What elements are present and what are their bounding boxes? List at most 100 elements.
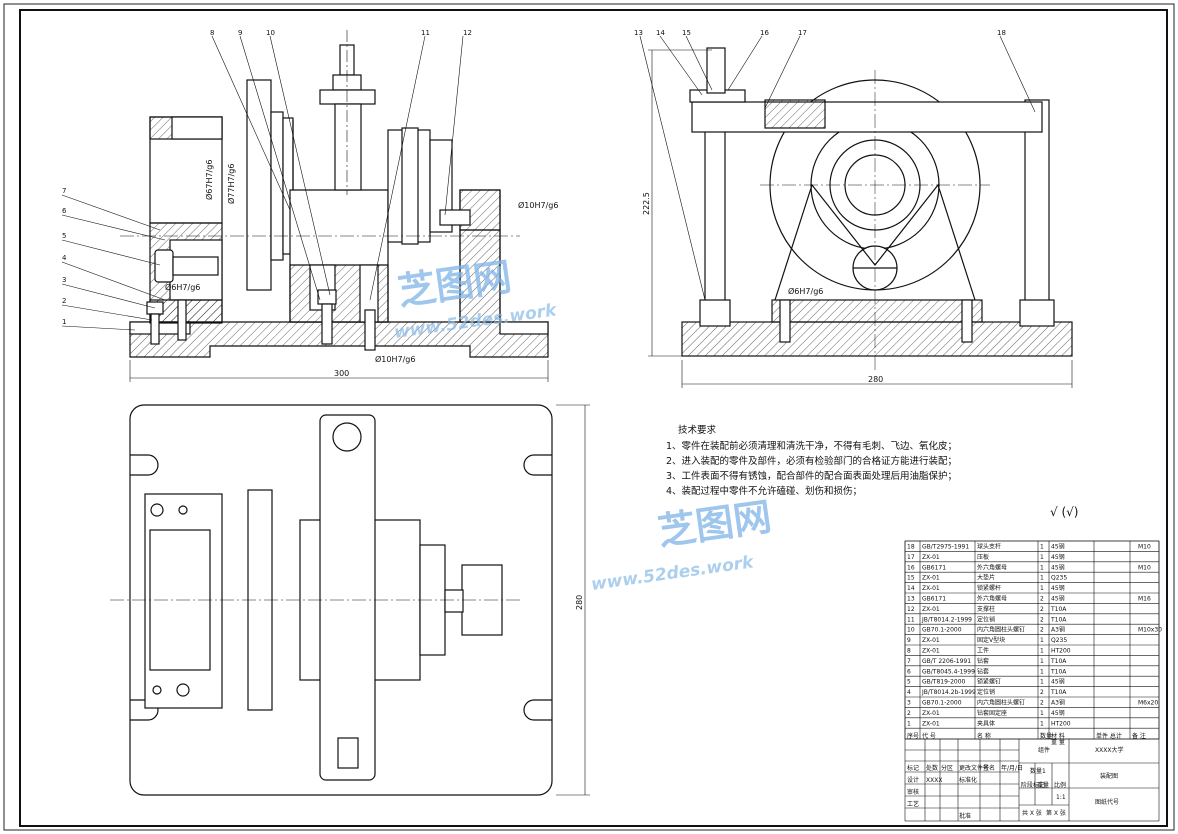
tb-sheet-no: 第 X 张 [1046,809,1066,817]
bom-cell: ZX-01 [922,606,940,613]
bom-cell: GB/T2975-1991 [922,544,969,551]
balloon-9: 9 [238,29,242,37]
tb-design: 设计 [907,776,919,784]
bom-cell: 18 [907,544,915,551]
bom-cell: A3钢 [1051,626,1065,634]
bom-cell: GB6171 [922,564,946,571]
balloon-8: 8 [210,29,214,37]
top-view [110,404,590,796]
tb-approve: 批准 [959,812,971,820]
bom-cell: 2 [1040,606,1044,613]
bom-cell: 工件 [977,647,989,655]
watermark-2: 芝图网 www.52des.work [590,494,774,594]
dim-height-top: 280 [575,595,584,610]
bom-cell: 45钢 [1051,584,1065,592]
bom-cell: M6x20 [1138,700,1158,707]
bom-cell: 45钢 [1051,678,1065,686]
bom-cell: 支撑柱 [977,605,995,613]
bom-cell: GB/T 2206-1991 [922,658,971,665]
bom-cell: 定位销 [977,688,995,696]
bom-cell: ZX-01 [922,648,940,655]
tb-count: 处数 [926,764,938,772]
tb-mark: 标记 [907,764,919,772]
dim-width-side: 280 [868,375,883,384]
front-balloons: 8 9 10 11 12 7 6 5 4 3 2 1 [62,29,472,326]
bom-cell: ZX-01 [922,720,940,727]
balloon-14: 14 [656,29,665,37]
bom-cell: 14 [907,585,915,592]
bom-cell: 1 [1040,720,1044,727]
bom-cell: 2 [1040,627,1044,634]
balloon-10: 10 [266,29,275,37]
bom-cell: HT200 [1051,648,1071,655]
balloon-2: 2 [62,297,66,305]
bom-cell: 外六角螺母 [977,563,1007,571]
bom-cell: 6 [907,668,911,675]
balloon-3: 3 [62,276,66,284]
tb-part: 组件 [1038,746,1050,754]
bom-cell: JB/T8014.2b-1999 [921,689,976,696]
bom-header: 材 料 [1051,732,1065,740]
bom-cell: 12 [907,606,915,613]
dim-d6-side: Ø6H7/g6 [788,286,823,296]
dimension-texts: Ø67H7/g6 Ø77H7/g6 Ø10H7/g6 Ø6H7/g6 Ø10H7… [165,160,883,610]
bom-cell: 5 [907,679,911,686]
bom-cell: 13 [907,596,915,603]
tb-scale-value: 1:1 [1056,794,1066,801]
bom-cell: 1 [1040,668,1044,675]
side-view [639,35,1073,388]
bom-cell: GB/T8045.4-1999 [922,668,975,675]
bom-cell: 2 [1040,616,1044,623]
bom-cell: GB70.1-2000 [922,627,962,634]
bom-cell: 15 [907,575,915,582]
bom-cell: 45钢 [1051,543,1065,551]
balloon-7: 7 [62,187,66,195]
title-block [904,738,1160,822]
bom-cell: ZX-01 [922,554,940,561]
bom-cell: 锁紧螺杆 [977,584,1001,592]
technical-requirements: 技术要求 1、零件在装配前必须清理和清洗干净，不得有毛刺、飞边、氧化皮； 2、进… [666,424,957,497]
tb-weight: 重量 [1037,781,1049,789]
balloon-5: 5 [62,232,66,240]
bom-cell: 8 [907,648,911,655]
bom-cell: 1 [1040,637,1044,644]
dim-d67: Ø67H7/g6 [204,160,214,200]
tb-qty-value: 1 [1042,768,1046,775]
bom-cell: M16 [1138,596,1151,603]
bom-header: 名 称 [977,732,991,740]
balloon-17: 17 [798,29,807,37]
bom-cell: 11 [907,616,915,623]
bom-cell: 1 [1040,554,1044,561]
balloon-16: 16 [760,29,769,37]
balloon-15: 15 [682,29,691,37]
bom-cell: 1 [1040,679,1044,686]
bom-cell: 1 [1040,575,1044,582]
inner-border [19,9,1168,827]
bom-cell: T10A [1050,689,1067,696]
bom-cell: 45钢 [1051,709,1065,717]
requirement-item: 1、零件在装配前必须清理和清洗干净，不得有毛刺、飞边、氧化皮； [666,440,957,452]
bom-cell: 45钢 [1051,553,1065,561]
requirement-item: 2、进入装配的零件及部件，必须有检验部门的合格证方能进行装配； [666,455,957,467]
balloon-11: 11 [421,29,430,37]
bom-cell: 钻套固定座 [977,709,1007,717]
bom-cell: ZX-01 [922,710,940,717]
tb-qty-label: 数量 [1030,767,1042,775]
bom-cell: T10A [1050,668,1067,675]
bom-cell: 固定V型块 [977,636,1005,644]
bom-cell: 45钢 [1051,563,1065,571]
bom-cell: M10 [1138,564,1151,571]
bom-header: 序号 [907,732,919,740]
bom-cell: 定位销 [977,615,995,623]
tb-drawing: 装配图 [1100,772,1118,780]
watermark-url: www.52des.work [590,552,756,595]
bom-cell: ZX-01 [922,637,940,644]
tb-craft: 工艺 [907,800,919,808]
bom-cell: ZX-01 [922,575,940,582]
roughness-symbol: √ (√) [1050,505,1078,519]
tb-drawing-no: 图纸代号 [1095,798,1119,806]
bom-cell: JB/T8014.2-1999 [921,616,972,623]
bom-cell: 1 [907,720,911,727]
balloon-13: 13 [634,29,643,37]
bom-cell: 45钢 [1051,595,1065,603]
